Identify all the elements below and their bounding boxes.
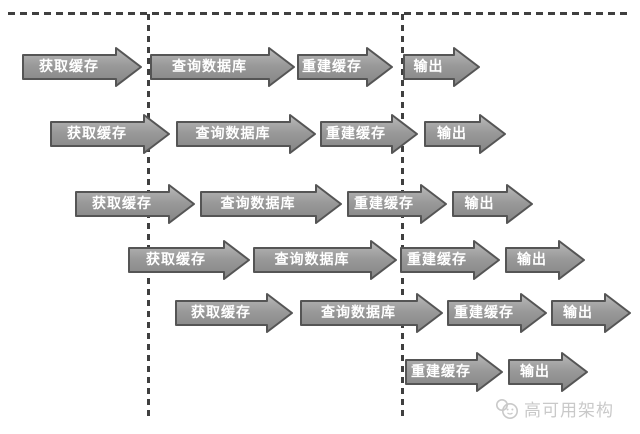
arrow-shape (505, 240, 585, 280)
arrow-shape (253, 240, 397, 280)
flow-arrow-query-database: 查询数据库 (176, 114, 316, 154)
arrow-label: 查询数据库 (274, 252, 350, 268)
flow-arrow-get-cache: 获取缓存 (22, 47, 142, 87)
arrow-label: 查询数据库 (172, 59, 247, 75)
arrow-label: 输出 (437, 126, 467, 142)
flow-arrow-output: 输出 (424, 114, 506, 154)
arrow-label: 重建缓存 (302, 59, 362, 75)
flow-arrow-output: 输出 (403, 47, 480, 87)
arrow-label: 重建缓存 (454, 305, 514, 321)
arrow-label: 获取缓存 (191, 305, 251, 321)
flow-arrow-get-cache: 获取缓存 (75, 184, 195, 224)
arrow-shape (347, 184, 447, 224)
arrow-label: 获取缓存 (67, 126, 127, 142)
flow-arrow-query-database: 查询数据库 (200, 184, 342, 224)
arrow-shape (50, 114, 170, 154)
flow-arrow-rebuild-cache: 重建缓存 (297, 47, 393, 87)
flow-arrow-query-database: 查询数据库 (300, 293, 443, 333)
watermark-label: 高可用架构 (524, 401, 614, 421)
phase-divider-line-left (147, 14, 150, 421)
arrow-shape (551, 293, 631, 333)
flow-arrow-rebuild-cache: 重建缓存 (400, 240, 500, 280)
arrow-label: 输出 (517, 252, 547, 268)
flow-arrow-output: 输出 (505, 240, 585, 280)
arrow-shape (320, 114, 418, 154)
arrow-label: 重建缓存 (326, 126, 386, 142)
arrow-shape (200, 184, 342, 224)
arrow-label: 输出 (464, 196, 495, 212)
arrow-shape (22, 47, 142, 87)
arrow-shape (175, 293, 293, 333)
arrow-label: 输出 (520, 364, 550, 380)
arrow-shape (405, 352, 503, 392)
flow-arrow-get-cache: 获取缓存 (50, 114, 170, 154)
arrow-shape (75, 184, 195, 224)
arrow-shape (508, 352, 588, 392)
arrow-label: 输出 (413, 59, 444, 75)
phase-divider-line-right (401, 14, 404, 421)
flow-arrow-rebuild-cache: 重建缓存 (347, 184, 447, 224)
flow-arrow-output: 输出 (551, 293, 631, 333)
arrow-label: 获取缓存 (39, 59, 99, 75)
flow-arrow-rebuild-cache: 重建缓存 (405, 352, 503, 392)
arrow-shape (452, 184, 533, 224)
arrow-shape (176, 114, 316, 154)
arrow-shape (150, 47, 295, 87)
arrow-label: 查询数据库 (220, 196, 296, 212)
flow-arrow-output: 输出 (508, 352, 588, 392)
flow-arrow-query-database: 查询数据库 (253, 240, 397, 280)
flow-arrow-rebuild-cache: 重建缓存 (320, 114, 418, 154)
arrow-shape (424, 114, 506, 154)
watermark-logo-icon (496, 398, 518, 419)
arrow-label: 查询数据库 (195, 126, 271, 142)
arrow-shape (400, 240, 500, 280)
arrow-label: 重建缓存 (407, 252, 467, 268)
flow-arrow-query-database: 查询数据库 (150, 47, 295, 87)
arrow-label: 重建缓存 (354, 196, 414, 212)
arrow-label: 获取缓存 (146, 252, 206, 268)
flow-arrow-output: 输出 (452, 184, 533, 224)
arrow-shape (447, 293, 547, 333)
arrow-label: 查询数据库 (321, 305, 396, 321)
arrow-shape (300, 293, 443, 333)
arrow-shape (128, 240, 250, 280)
flow-arrow-get-cache: 获取缓存 (128, 240, 250, 280)
arrow-shape (403, 47, 480, 87)
timeline-top-dashed-line (8, 12, 632, 15)
arrow-label: 获取缓存 (92, 196, 152, 212)
flow-arrow-get-cache: 获取缓存 (175, 293, 293, 333)
arrow-label: 重建缓存 (411, 364, 471, 380)
flow-arrow-rebuild-cache: 重建缓存 (447, 293, 547, 333)
watermark: 高可用架构 (495, 396, 614, 421)
arrow-shape (297, 47, 393, 87)
arrow-label: 输出 (563, 305, 593, 321)
